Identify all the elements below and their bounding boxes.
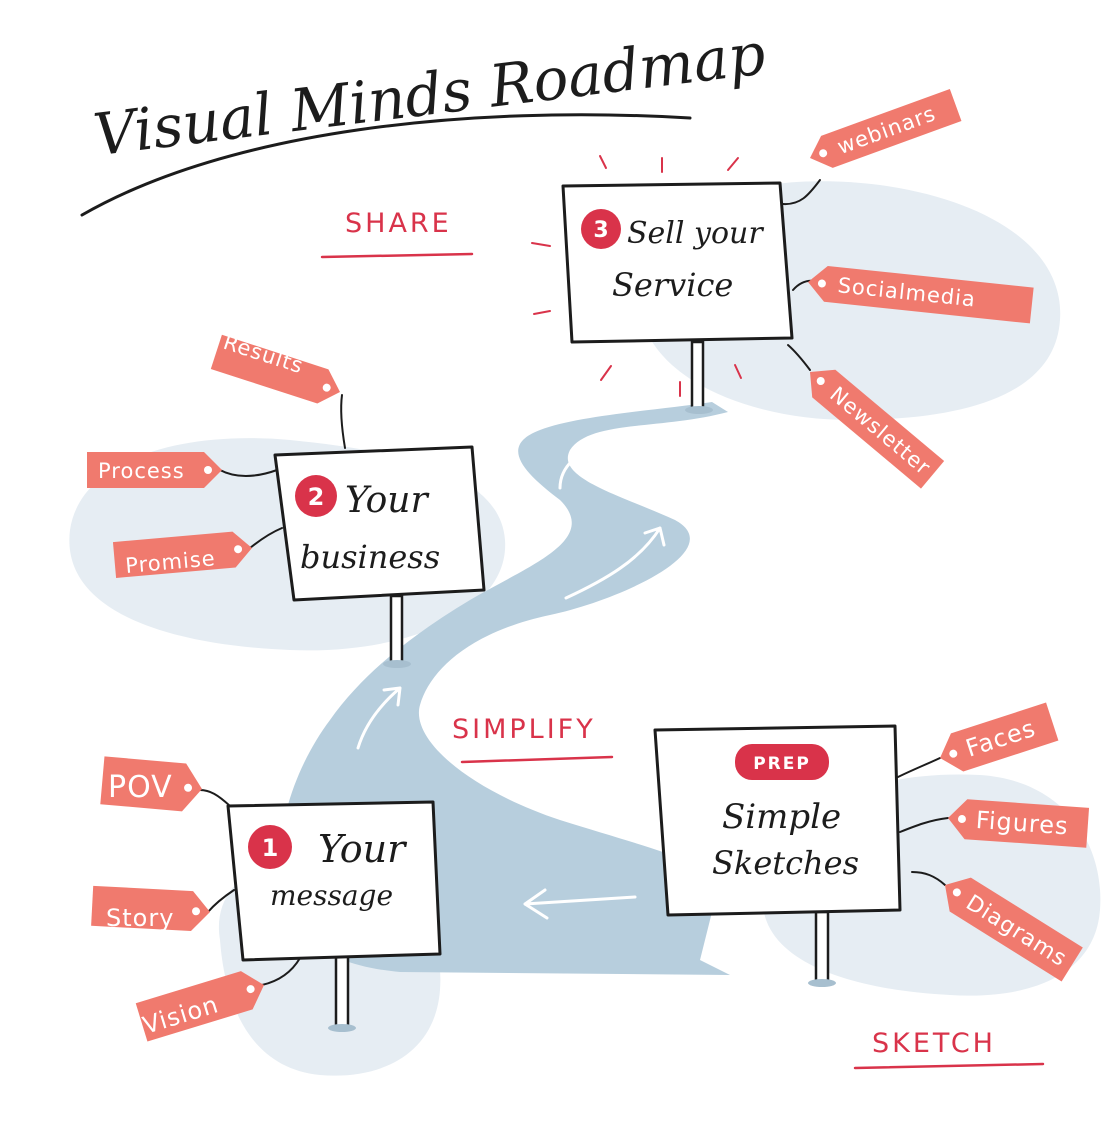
stage-share-label: SHARE xyxy=(345,208,452,239)
sign-sketches-prep-label: PREP xyxy=(753,754,811,774)
stage-simplify-underline xyxy=(460,755,614,764)
sign-business-number: 2 xyxy=(308,483,325,511)
roadmap-title: Visual Minds Roadmap xyxy=(90,19,769,169)
sign-business-post xyxy=(389,594,404,666)
tag-story-label: Story xyxy=(106,904,174,932)
sign-service-post xyxy=(690,340,705,410)
sign-service-number-badge xyxy=(581,209,621,249)
tag-promise xyxy=(112,531,252,578)
road-arrows xyxy=(356,435,666,920)
stage-share-underline xyxy=(320,252,474,259)
sign-sketches-prep-badge xyxy=(735,744,829,780)
sign-sketches-line1: Simple xyxy=(722,797,841,837)
tag-socialmedia: Socialmedia xyxy=(808,265,1034,324)
sign-sketches-line2: Sketches xyxy=(712,844,859,882)
tag-process-label: Process xyxy=(98,459,185,483)
tag-pov-label: POV xyxy=(108,770,173,805)
road-arrow-up-3 xyxy=(558,435,612,490)
sign-business-number-badge xyxy=(295,475,337,517)
sign-message-line2: message xyxy=(270,879,393,912)
tag-faces: Faces xyxy=(940,702,1059,772)
tag-figures-label: Figures xyxy=(975,806,1070,840)
sign-business-line2: business xyxy=(300,538,440,576)
sign-message-number-badge xyxy=(248,825,292,869)
post-shadows xyxy=(328,406,836,1032)
stage-sketch-underline xyxy=(853,1062,1045,1070)
road-arrow-left xyxy=(523,888,637,920)
sign-sketches-post xyxy=(814,910,830,984)
sign-service-number: 3 xyxy=(593,218,608,243)
sign-message-number: 1 xyxy=(262,834,279,862)
stage-sketch-label: SKETCH xyxy=(872,1028,996,1059)
sign-sketches-board xyxy=(653,724,902,917)
sign-business-line1: Your xyxy=(345,480,429,521)
tag-process xyxy=(87,452,222,488)
sign-message-line1: Your xyxy=(318,827,408,871)
road-arrow-up-1 xyxy=(356,686,402,750)
tag-webinars: webinars xyxy=(810,89,962,168)
title-underline xyxy=(80,113,692,217)
sign-service-line1: Sell your xyxy=(627,216,764,251)
tag-results xyxy=(210,334,340,404)
tag-figures: Figures xyxy=(948,799,1090,848)
sign-service-rays xyxy=(531,155,742,397)
road-arrow-up-2 xyxy=(564,526,666,600)
sign-service-line2: Service xyxy=(612,266,733,304)
tag-story xyxy=(91,885,210,932)
sign-message: 1 Your message POV Story Vision xyxy=(91,756,442,1042)
tag-vision xyxy=(135,971,264,1042)
tag-pov xyxy=(100,756,202,812)
sign-service-board xyxy=(561,181,794,344)
sign-business-board xyxy=(273,445,486,602)
sign-message-post xyxy=(334,953,350,1029)
stage-simplify-label: SIMPLIFY xyxy=(452,714,596,745)
stage-labels: SHARE SIMPLIFY SKETCH xyxy=(320,208,1045,1070)
